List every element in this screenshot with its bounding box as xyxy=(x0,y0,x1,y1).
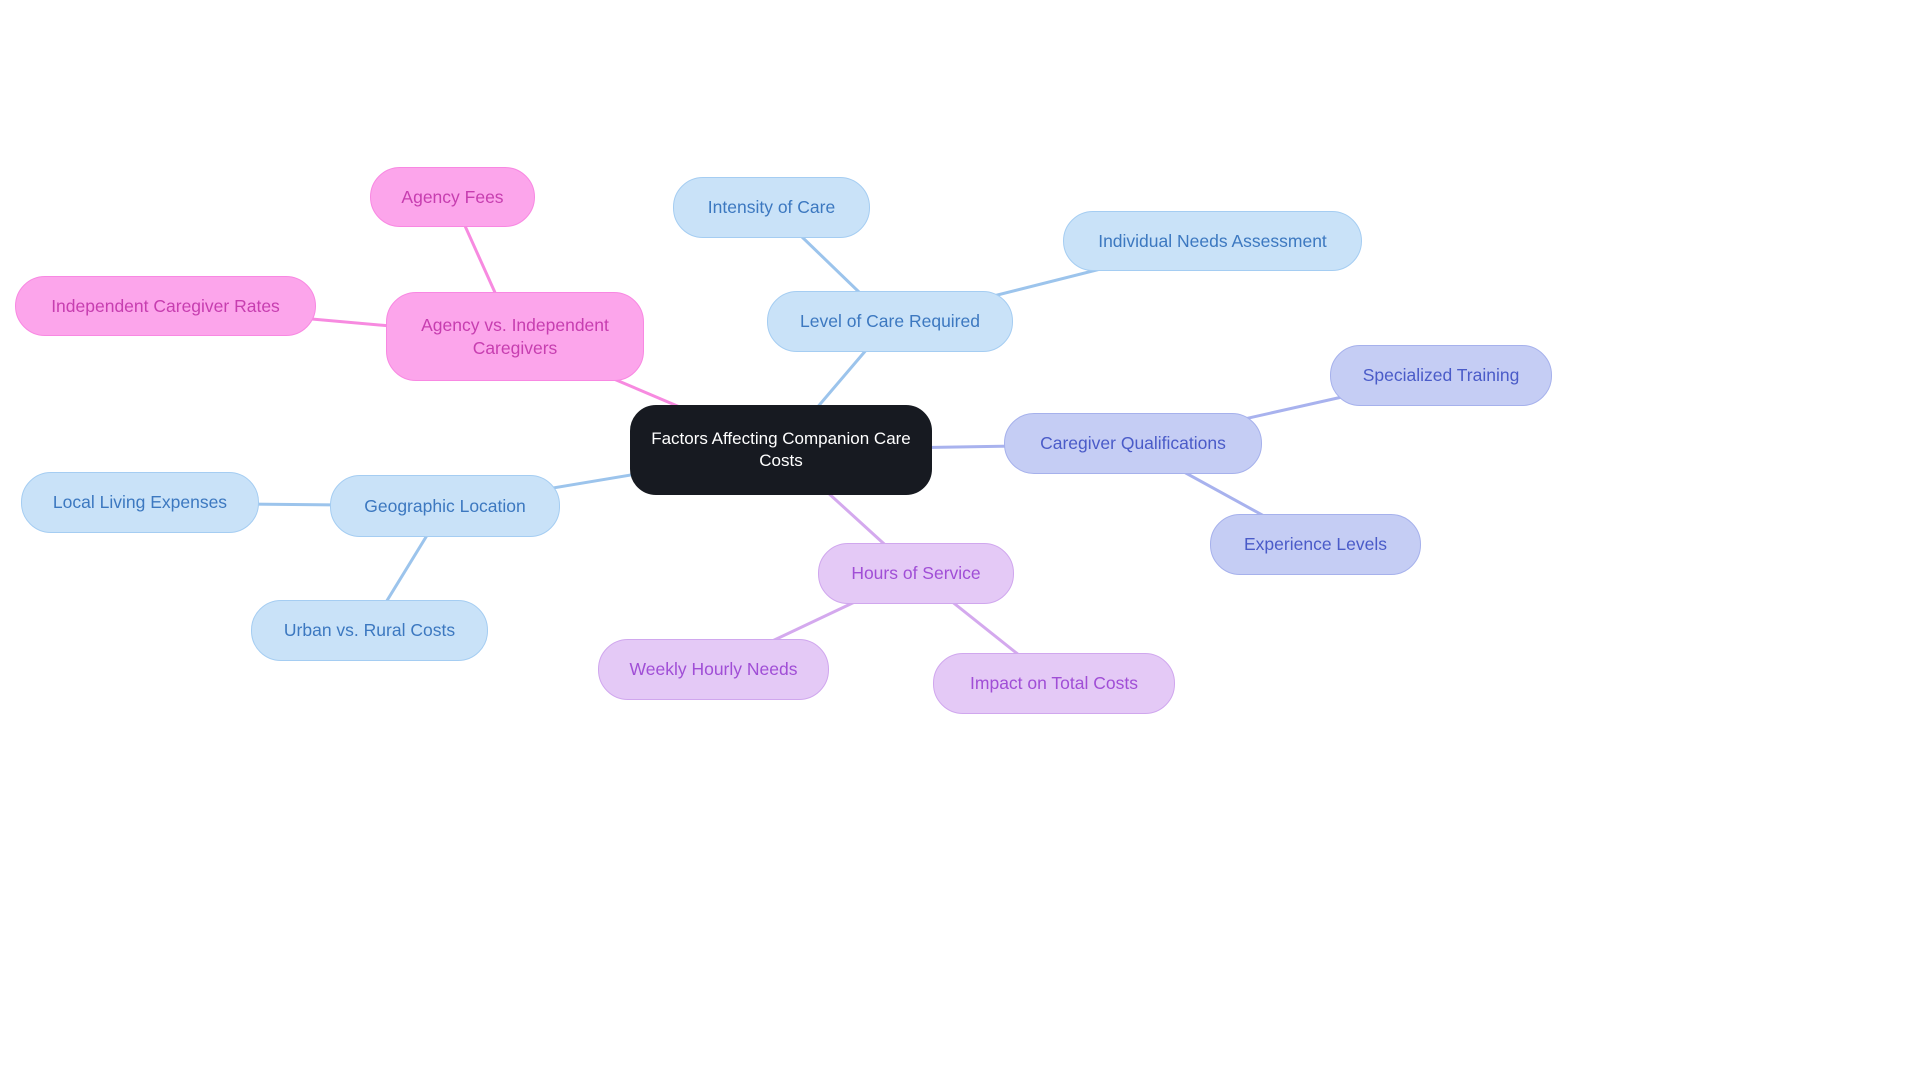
node-central-topic[interactable]: Factors Affecting Companion Care Costs xyxy=(630,405,932,495)
node-level-of-care-required[interactable]: Level of Care Required xyxy=(767,291,1013,352)
node-individual-needs-assessment[interactable]: Individual Needs Assessment xyxy=(1063,211,1362,271)
node-geographic-location[interactable]: Geographic Location xyxy=(330,475,560,537)
node-weekly-hourly-needs[interactable]: Weekly Hourly Needs xyxy=(598,639,829,700)
node-independent-caregiver-rates[interactable]: Independent Caregiver Rates xyxy=(15,276,316,336)
node-local-living-expenses[interactable]: Local Living Expenses xyxy=(21,472,259,533)
node-hours-of-service[interactable]: Hours of Service xyxy=(818,543,1014,604)
node-urban-vs-rural-costs[interactable]: Urban vs. Rural Costs xyxy=(251,600,488,661)
node-experience-levels[interactable]: Experience Levels xyxy=(1210,514,1421,575)
node-agency-vs-independent-caregivers[interactable]: Agency vs. Independent Caregivers xyxy=(386,292,644,381)
node-agency-fees[interactable]: Agency Fees xyxy=(370,167,535,227)
node-specialized-training[interactable]: Specialized Training xyxy=(1330,345,1552,406)
node-caregiver-qualifications[interactable]: Caregiver Qualifications xyxy=(1004,413,1262,474)
node-impact-on-total-costs[interactable]: Impact on Total Costs xyxy=(933,653,1175,714)
node-intensity-of-care[interactable]: Intensity of Care xyxy=(673,177,870,238)
